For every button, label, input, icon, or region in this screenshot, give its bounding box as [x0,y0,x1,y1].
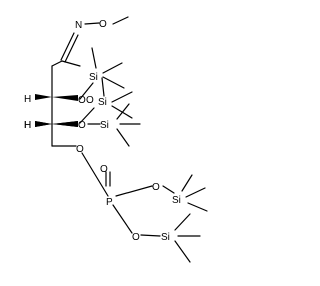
bond-si4-me-c [181,174,193,192]
bond-c1-c2b [51,60,63,67]
bond-p-o2 [112,204,133,234]
atom-si-2: Si [98,97,107,108]
atom-n: N [75,20,82,31]
atom-h-c4: H [24,120,31,131]
atom-h-c5: H [24,120,31,131]
wedge-c2-h [35,94,52,100]
bond-si4-me-b [187,202,208,212]
bond-si5-me-b [174,213,191,231]
atom-labels: N O O O O H H H O O P O O Si Si Si Si Si [24,19,181,243]
bond-c1-n-double-a [60,32,75,61]
atom-o-c2: O [78,95,86,106]
atom-si-4: Si [172,195,181,206]
atom-si-3: Si [100,120,109,131]
bond-si3-me-a [116,103,130,120]
bond-o-p [81,152,109,197]
chemical-structure: N O O O O H H H O O P O O Si Si Si Si Si [24,16,208,263]
bond-o-methyl [112,16,129,25]
bond-o2-si5 [140,234,161,237]
wedge-c4-h [35,121,52,127]
atom-p: P [106,197,113,208]
atom-h-c3: H [24,94,31,105]
atom-phosphate-o-2: O [132,232,140,243]
atom-phosphate-o-1: O [152,182,160,193]
bond-si1-me-b [102,62,123,74]
bond-o3-si2 [79,107,95,124]
bond-o1-si4 [162,185,175,194]
atom-phosphoryl-o: O [100,164,108,175]
stereo-wedges [35,94,78,127]
wedge-c4-o [52,121,78,127]
bond-si4-me-a [185,187,206,198]
atom-ester-o: O [76,144,84,155]
atom-si-1: Si [89,72,98,83]
bond-si5-me-c [174,240,191,263]
bond-p-o1 [115,185,153,197]
bond-si1-me-a [91,47,97,69]
bond-si2-me-b [111,91,133,103]
bond-c1-n-double-b [64,34,79,63]
bond-c1-c2 [61,60,81,67]
wedge-c2-o [52,95,78,101]
bond-lines [51,16,208,263]
atom-si-5: Si [161,232,170,243]
bond-si3-me-c [116,128,130,147]
atom-o-c3: O [86,95,94,106]
bond-o2-si1 [79,82,94,100]
bond-si2-me-a [101,77,105,97]
atom-oxime-o: O [99,19,107,30]
bond-n-o [84,22,100,25]
bond-si1-me-c [102,76,125,89]
atom-o-c4: O [78,120,86,131]
